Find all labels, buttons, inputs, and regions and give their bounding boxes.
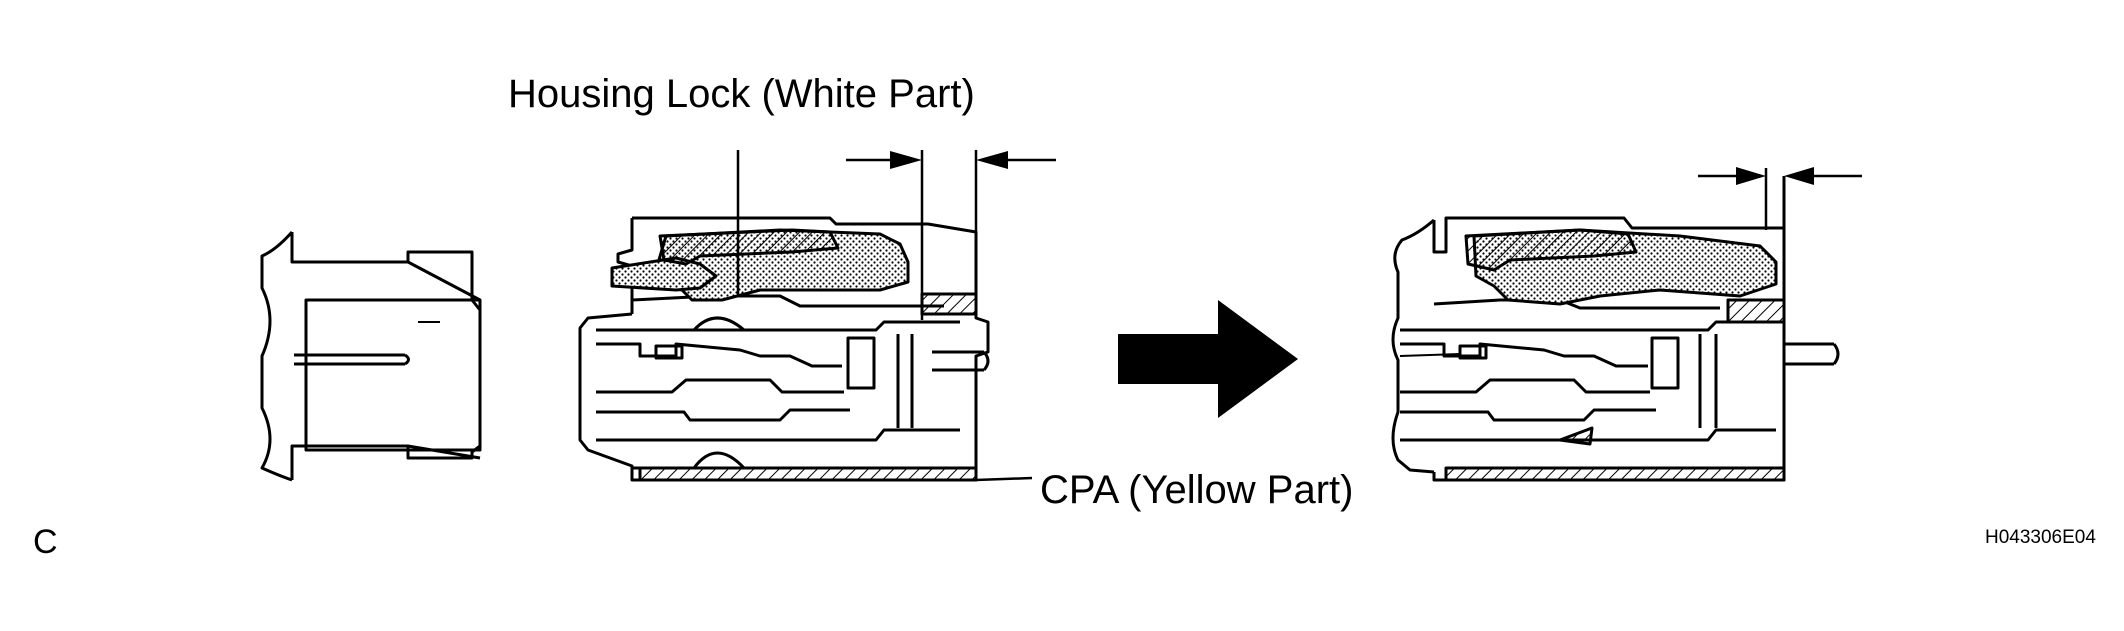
panel-letter: C bbox=[33, 523, 58, 561]
unmated-female-connector-icon bbox=[578, 150, 1056, 482]
housing-lock-callout: Housing Lock (White Part) bbox=[508, 72, 975, 116]
mating-direction-arrow-icon bbox=[1118, 300, 1298, 418]
mated-connector-icon bbox=[1391, 168, 1862, 482]
male-connector-icon bbox=[260, 231, 482, 482]
cpa-callout: CPA (Yellow Part) bbox=[1040, 468, 1354, 512]
figure-code: H043306E04 bbox=[1985, 527, 2096, 548]
